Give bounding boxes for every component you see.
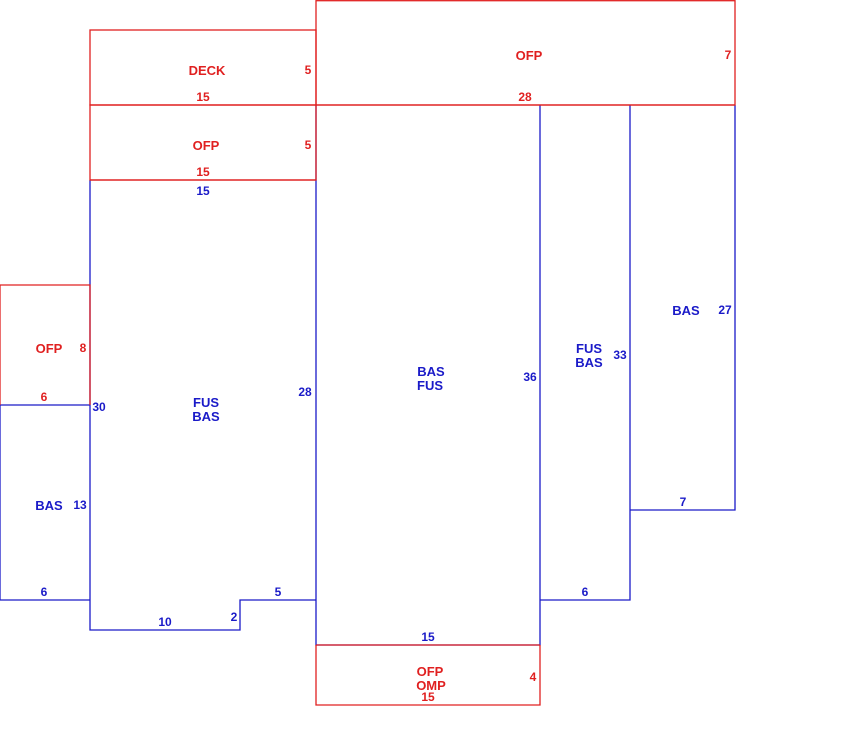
ofp-top-label: OFP — [516, 48, 543, 63]
living-area-labels: FUS BAS 15 30 28 5 2 10 BAS 13 6 BAS FUS… — [35, 184, 732, 644]
ofp-left-outline — [0, 284, 91, 405]
bas-right-dim-side: 27 — [718, 303, 732, 317]
bas-fus-center-dim-side: 36 — [523, 370, 537, 384]
fus-bas-left-dim-step-side: 2 — [231, 610, 238, 624]
ofp-left-dim-side: 8 — [80, 341, 87, 355]
bas-left-dim-bottom: 6 — [41, 585, 48, 599]
ofp-mid-dim-side: 5 — [305, 138, 312, 152]
bas-fus-center-label-2: FUS — [417, 378, 443, 393]
living-area-outlines — [0, 105, 736, 646]
bas-left-label: BAS — [35, 498, 63, 513]
fus-bas-right-outline — [540, 105, 631, 601]
bas-left-outline — [0, 405, 90, 601]
ofp-bottom-label-2: OMP — [416, 678, 446, 693]
bas-fus-center-dim-bottom: 15 — [421, 630, 435, 644]
bas-right-label: BAS — [672, 303, 700, 318]
fus-bas-left-label-2: BAS — [192, 409, 220, 424]
fus-bas-left-outline — [89, 180, 316, 631]
ofp-top-dim-side: 7 — [725, 48, 732, 62]
fus-bas-left-dim-right: 28 — [298, 385, 312, 399]
deck-dim-side: 5 — [305, 63, 312, 77]
fus-bas-left-dim-bottom: 10 — [158, 615, 172, 629]
bas-right-dim-bottom: 7 — [680, 495, 687, 509]
ofp-left-dim-bottom: 6 — [41, 390, 48, 404]
fus-bas-left-dim-left: 30 — [92, 400, 106, 414]
ofp-mid-label: OFP — [193, 138, 220, 153]
fus-bas-right-dim-side: 33 — [613, 348, 627, 362]
bas-left-dim-side: 13 — [73, 498, 87, 512]
ofp-bottom-dim-bottom: 15 — [421, 690, 435, 704]
ofp-mid-dim-bottom: 15 — [196, 165, 210, 179]
ofp-left-label: OFP — [36, 341, 63, 356]
fus-bas-left-dim-step-top: 5 — [275, 585, 282, 599]
fus-bas-left-label-1: FUS — [193, 395, 219, 410]
addition-outlines — [0, 0, 736, 706]
fus-bas-right-label-1: FUS — [576, 341, 602, 356]
addition-labels: DECK 5 15 OFP 7 28 OFP 5 15 OFP 8 6 OFP … — [36, 48, 732, 704]
deck-label: DECK — [189, 63, 226, 78]
bas-right-outline — [630, 105, 736, 511]
fus-bas-left-dim-top: 15 — [196, 184, 210, 198]
fus-bas-right-dim-bottom: 6 — [582, 585, 589, 599]
ofp-bottom-label-1: OFP — [417, 664, 444, 679]
deck-dim-bottom: 15 — [196, 90, 210, 104]
bas-fus-center-label-1: BAS — [417, 364, 445, 379]
ofp-top-dim-bottom: 28 — [518, 90, 532, 104]
ofp-bottom-outline — [315, 645, 541, 706]
ofp-bottom-dim-side: 4 — [530, 670, 537, 684]
fus-bas-right-label-2: BAS — [575, 355, 603, 370]
